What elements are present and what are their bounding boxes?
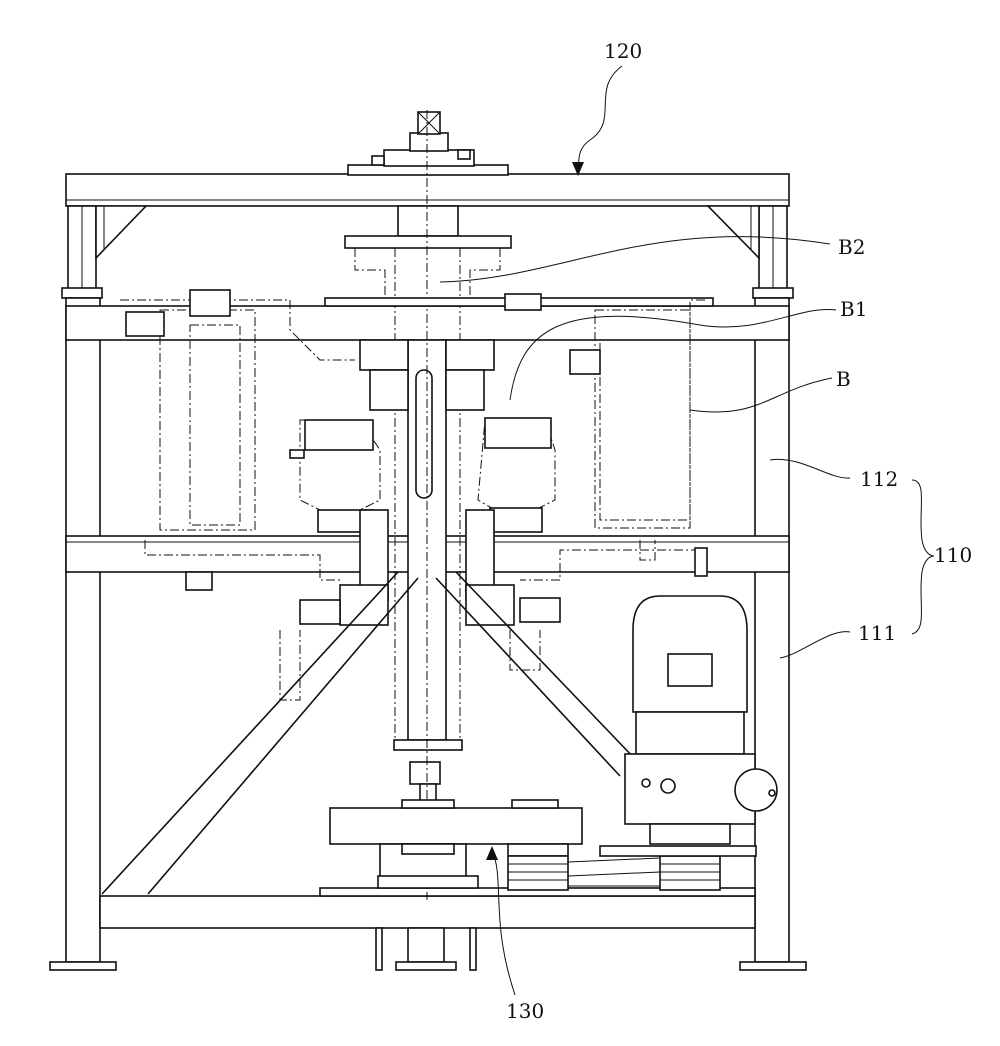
label-frame-assembly: 110	[934, 543, 972, 567]
label-top-frame: 120	[604, 39, 642, 63]
label-upper-frame: 112	[860, 467, 898, 491]
label-part-b1: B1	[840, 297, 867, 321]
label-part-b: B	[836, 367, 851, 391]
label-lower-frame: 111	[858, 621, 896, 645]
label-drive-unit: 130	[506, 999, 544, 1023]
label-part-b2: B2	[838, 235, 865, 259]
